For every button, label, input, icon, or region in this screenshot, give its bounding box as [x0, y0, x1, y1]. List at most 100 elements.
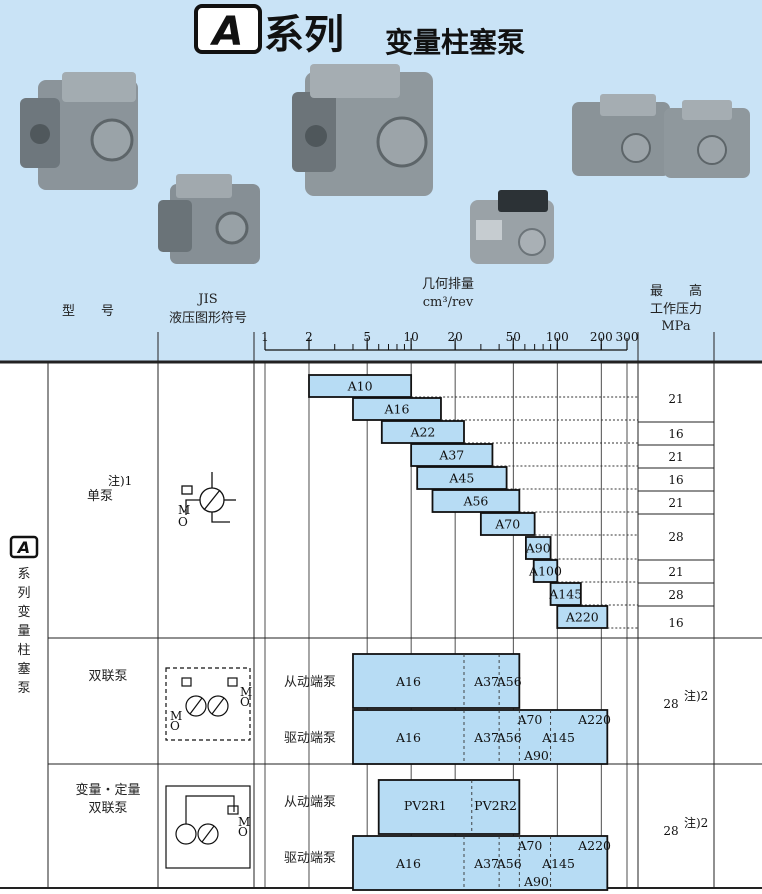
model-label: A37 — [473, 856, 499, 871]
title-main: 系列 — [264, 12, 344, 58]
pump-photo-1 — [20, 72, 138, 190]
single-pump-bar-label: A90 — [525, 541, 551, 556]
max-pressure-value: 28 — [668, 588, 683, 602]
logo-letter: A — [210, 9, 244, 55]
axis-tick-label: 300 — [616, 330, 639, 344]
max-pressure-value: 21 — [668, 565, 683, 579]
single-pump-bar-label: A45 — [448, 471, 474, 486]
side-char: 系 — [17, 567, 30, 582]
symbol-letter: M — [178, 503, 190, 517]
mixed-pump-label-line2: 双联泵 — [88, 801, 127, 816]
model-label: A56 — [496, 856, 522, 871]
axis-tick-label: 100 — [546, 330, 569, 344]
model-label: A70 — [516, 712, 542, 727]
follower-pump-bar — [352, 653, 521, 709]
model-label: A16 — [395, 730, 421, 745]
model-label: A56 — [496, 674, 522, 689]
driver-pump-bar — [352, 835, 609, 891]
axis-tick-label: 2 — [305, 330, 313, 344]
side-char: 塞 — [17, 661, 30, 677]
single-pump-bar — [380, 420, 465, 444]
pressure-header-line1: 最 高 — [650, 283, 702, 299]
double-pressure: 28 — [663, 697, 678, 711]
single-pump-bar-label: A16 — [384, 402, 410, 417]
mixed-pump-symbol: M O — [165, 785, 251, 869]
driver-pump-bar — [352, 709, 609, 765]
side-char: 变 — [17, 604, 30, 620]
side-char: 柱 — [17, 643, 30, 658]
model-label: A90 — [523, 748, 549, 763]
single-pump-bar-label: A37 — [438, 448, 464, 463]
displacement-header-line2: cm³/rev — [423, 295, 474, 310]
single-pump-symbol: M O — [178, 472, 236, 529]
pressure-header-line3: MPa — [661, 319, 690, 334]
single-pump-bar — [532, 559, 559, 583]
single-pump-bar — [352, 397, 442, 421]
page-title: A 系列 变量柱塞泵 — [194, 4, 525, 59]
max-pressure-value: 16 — [668, 427, 683, 441]
side-logo-letter: A — [16, 538, 30, 557]
single-pump-bar-label: A10 — [347, 379, 373, 394]
model-label: A37 — [473, 674, 499, 689]
model-label: A145 — [541, 856, 575, 871]
double-driver-label: 驱动端泵 — [284, 731, 336, 746]
single-pump-bar-label: A220 — [565, 610, 599, 625]
symbol-letter: O — [238, 825, 248, 839]
max-pressure-value: 21 — [668, 450, 683, 464]
single-pump-bar — [549, 582, 582, 606]
mixed-driver-label: 驱动端泵 — [284, 851, 336, 866]
jis-header-line2: 液压图形符号 — [169, 310, 247, 326]
max-pressure-value: 28 — [668, 530, 683, 544]
axis-tick-label: 5 — [363, 330, 371, 344]
model-label: A145 — [541, 730, 575, 745]
mixed-pump-label-line1: 变量・定量 — [75, 782, 140, 798]
single-pump-bar — [556, 605, 609, 629]
max-pressure-value: 21 — [668, 496, 683, 510]
model-column-header: 型 号 — [62, 304, 114, 319]
series-side-label: A 系 列 变 量 柱 塞 泵 — [9, 535, 39, 696]
pump-photo-5 — [572, 94, 750, 178]
table-lines — [0, 332, 762, 889]
axis-tick-label: 20 — [447, 330, 462, 344]
title-sub: 变量柱塞泵 — [385, 26, 525, 59]
pressure-header-line2: 工作压力 — [650, 302, 702, 317]
symbol-letter: O — [178, 515, 188, 529]
single-pump-bar-label: A70 — [494, 517, 520, 532]
model-label: A56 — [496, 730, 522, 745]
symbol-letter: M — [170, 709, 182, 723]
single-pump-bar — [431, 489, 521, 513]
double-pump-symbol: M O M O — [165, 667, 252, 741]
follower-pump-bar — [377, 779, 521, 835]
single-pump-bar — [416, 466, 508, 490]
single-pump-label: 单泵 — [87, 489, 113, 504]
model-label: PV2R2 — [474, 798, 517, 813]
single-pump-bar — [479, 512, 536, 536]
symbol-letter: O — [170, 719, 180, 733]
axis-tick-label: 10 — [403, 330, 418, 344]
single-pump-bar-label: A56 — [462, 494, 488, 509]
model-label: A220 — [577, 712, 611, 727]
single-pump-bar-label: A100 — [528, 564, 562, 579]
displacement-bars: A10A16A22A37A45A56A70A90A100A145A2202116… — [308, 374, 684, 891]
pump-photo-2 — [158, 174, 260, 264]
single-pump-bar-label: A22 — [409, 425, 435, 440]
model-label: A220 — [577, 838, 611, 853]
side-char: 量 — [17, 624, 30, 639]
model-label: A37 — [473, 730, 499, 745]
displacement-header-line1: 几何排量 — [422, 276, 474, 292]
single-pump-bar — [525, 536, 552, 560]
max-pressure-value: 16 — [668, 616, 683, 630]
model-label: A90 — [523, 874, 549, 889]
single-pump-bar — [410, 443, 494, 467]
single-pump-bar-label: A145 — [548, 587, 582, 602]
series-logo: A — [194, 4, 262, 55]
max-pressure-value: 16 — [668, 473, 683, 487]
mixed-follower-label: 从动端泵 — [284, 795, 336, 810]
double-pump-label: 双联泵 — [88, 669, 127, 684]
side-char: 列 — [17, 586, 30, 601]
axis-tick-label: 1 — [261, 330, 269, 344]
model-label: A16 — [395, 856, 421, 871]
jis-header-line1: JIS — [196, 292, 217, 307]
